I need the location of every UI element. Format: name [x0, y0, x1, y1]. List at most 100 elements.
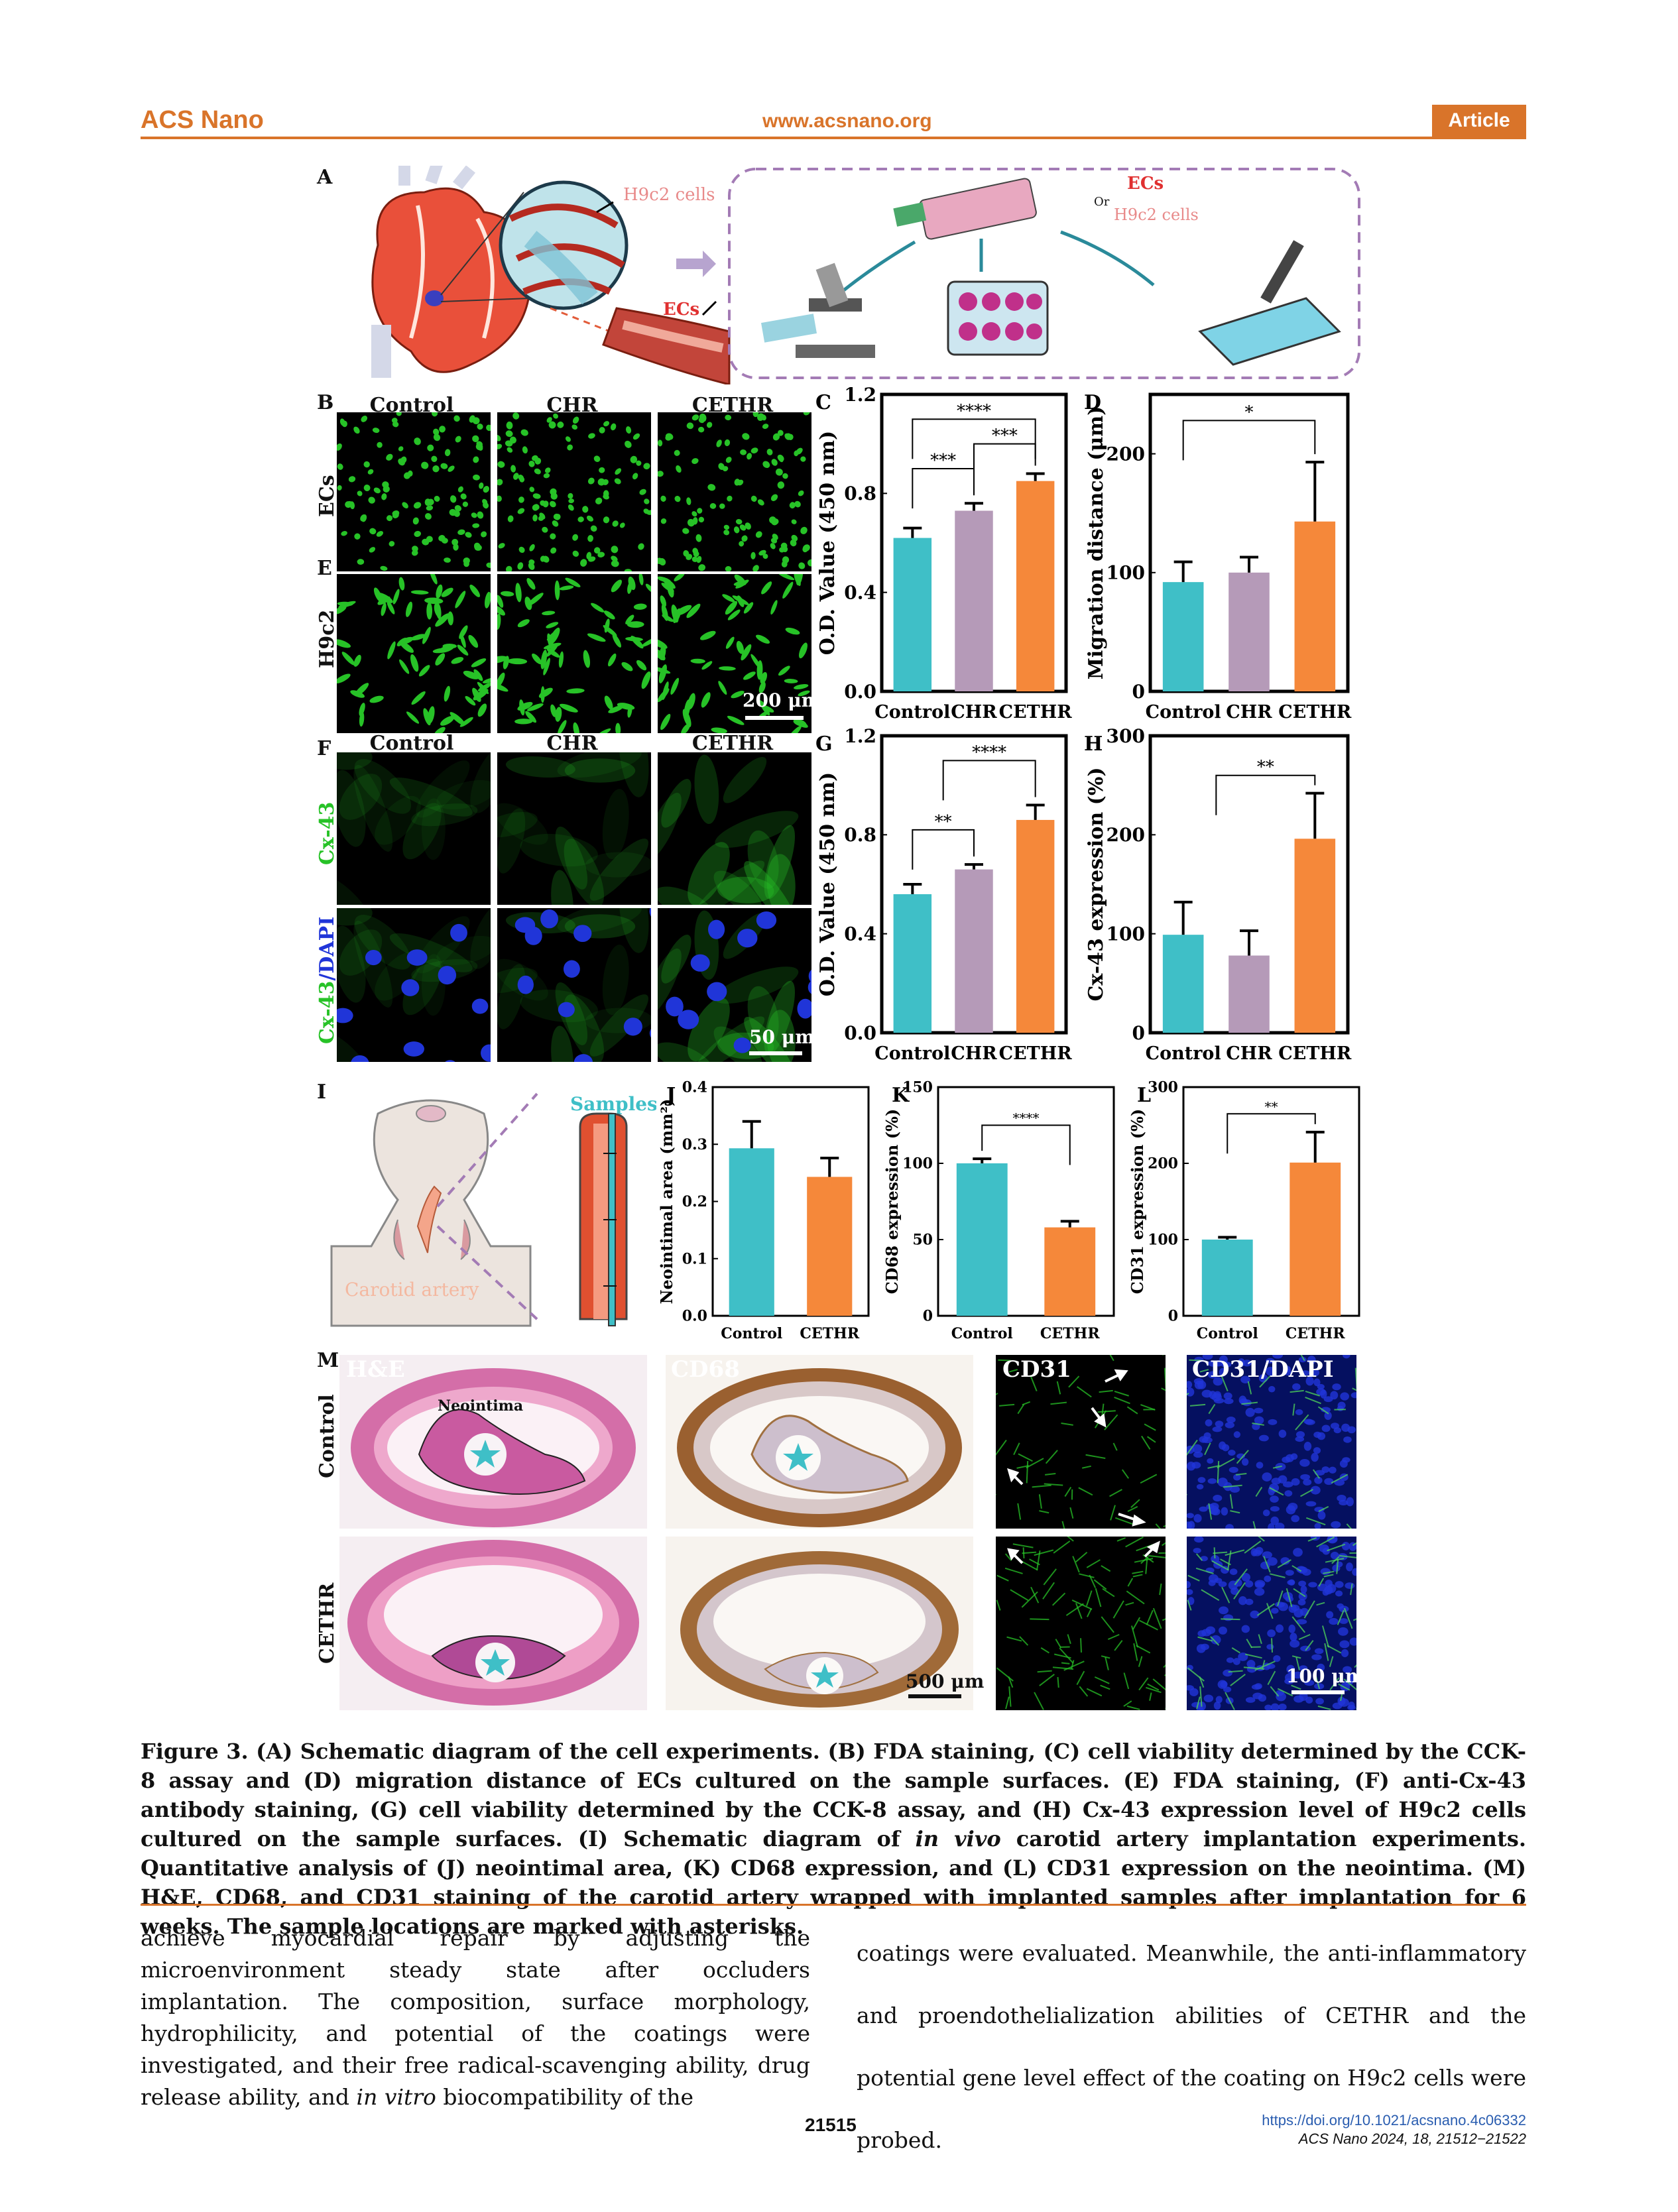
cell-spot — [807, 559, 811, 567]
nucleus — [1287, 1580, 1295, 1586]
cell-spot — [587, 633, 606, 642]
nucleus — [558, 1002, 575, 1018]
fda-h9c2-control — [337, 574, 491, 733]
significance-stars: **** — [1013, 1110, 1040, 1126]
cd31-signal — [1069, 1507, 1074, 1519]
nucleus — [1212, 1426, 1223, 1432]
cell-spot — [611, 546, 619, 553]
header-rule — [141, 137, 1526, 139]
cell-spot — [761, 581, 772, 595]
citation: ACS Nano 2024, 18, 21512−21522 — [1298, 2130, 1526, 2147]
cd31-signal — [1312, 1469, 1321, 1479]
cd31-signal — [1127, 1505, 1138, 1512]
cell-spot — [645, 583, 651, 593]
cell-spot — [373, 487, 381, 494]
nucleus — [1241, 1572, 1250, 1582]
cell-spot — [727, 715, 745, 725]
cd31-signal — [1272, 1465, 1282, 1469]
cell-spot — [750, 495, 757, 502]
cell-spot — [798, 490, 804, 496]
y-tick-label: 0.8 — [844, 824, 876, 846]
cell-spot — [550, 533, 556, 540]
nucleus — [1187, 1581, 1191, 1589]
nucleus — [1300, 1474, 1311, 1480]
nucleus — [1316, 1388, 1326, 1396]
cell-spot — [756, 660, 763, 680]
cell-spot — [538, 515, 544, 521]
cell-spot — [615, 468, 622, 475]
panel-i-schematic: Carotid artery Samples — [330, 1092, 656, 1327]
cell-spot — [698, 516, 705, 523]
nucleus — [1313, 1378, 1321, 1387]
nucleus — [1207, 1458, 1214, 1464]
cell-spot — [444, 449, 451, 457]
cell-spot — [361, 416, 368, 422]
cell-spot — [682, 528, 689, 534]
y-tick-label: 100 — [1107, 923, 1145, 945]
cell-spot — [736, 640, 744, 654]
nucleus — [1296, 1619, 1307, 1625]
cd31-signal — [1079, 1573, 1095, 1578]
nucleus — [1219, 1606, 1229, 1615]
cd31-signal — [1303, 1600, 1315, 1619]
cell-spot — [796, 574, 804, 586]
cx43-signal — [337, 752, 373, 770]
cell-spot — [524, 597, 532, 611]
cell-spot — [525, 711, 537, 723]
cell-spot — [548, 421, 556, 429]
cx43-signal — [337, 1031, 375, 1062]
cx43-dapi-cethr — [658, 908, 811, 1062]
nucleus — [1269, 1483, 1280, 1493]
cell-spot — [373, 587, 383, 602]
cell-spot — [733, 581, 747, 586]
cell-spot — [711, 727, 727, 733]
cell-spot — [406, 711, 420, 724]
cell-spot — [498, 543, 505, 549]
experiments-box — [728, 168, 1360, 379]
cell-spot — [497, 656, 507, 664]
cell-spot — [794, 500, 801, 508]
significance-bracket — [1227, 1113, 1316, 1154]
cell-spot — [603, 611, 615, 620]
cd31-signal — [1064, 1487, 1072, 1497]
nucleus — [1324, 1478, 1334, 1485]
doi-link[interactable]: https://doi.org/10.1021/acsnano.4c06332 — [1262, 2112, 1526, 2128]
cell-spot — [785, 433, 792, 440]
cell-spot — [691, 458, 699, 464]
cd31-signal — [1225, 1549, 1245, 1556]
cd31-signal — [1159, 1583, 1162, 1596]
cd31-signal — [1059, 1647, 1074, 1664]
cell-spot — [683, 550, 689, 557]
cd31-signal — [1093, 1579, 1107, 1590]
nucleus — [450, 923, 467, 942]
significance-stars: * — [1245, 402, 1254, 422]
x-tick-label: Control — [721, 1325, 782, 1342]
panel-label-a: A — [317, 166, 333, 189]
x-tick-label: Control — [1197, 1325, 1258, 1342]
cell-spot — [486, 424, 491, 432]
cd31-signal — [1123, 1672, 1130, 1690]
cd31-signal — [1164, 1368, 1166, 1389]
cd31-signal — [1136, 1645, 1151, 1654]
cd31-signal — [1300, 1489, 1313, 1497]
y-tick-label: 50 — [912, 1232, 933, 1249]
cell-spot — [497, 682, 509, 692]
cd31-signal — [1029, 1558, 1040, 1566]
cd31-signal — [1147, 1683, 1160, 1691]
cell-spot — [392, 589, 400, 605]
nucleus — [690, 954, 710, 972]
cd31-signal — [1291, 1655, 1301, 1659]
plot-frame — [937, 1086, 1115, 1317]
cd31-signal — [1121, 1469, 1130, 1479]
cd31-signal — [1005, 1696, 1010, 1710]
cell-spot — [699, 630, 716, 640]
cell-spot — [593, 547, 601, 554]
cell-spot — [369, 695, 384, 703]
cell-spot — [660, 495, 666, 502]
journal-website[interactable]: www.acsnano.org — [762, 110, 932, 132]
cd31-signal — [1061, 1521, 1065, 1529]
nucleus — [1317, 1663, 1325, 1672]
label-or: Or — [1094, 195, 1110, 209]
cd31-signal — [1081, 1465, 1091, 1469]
